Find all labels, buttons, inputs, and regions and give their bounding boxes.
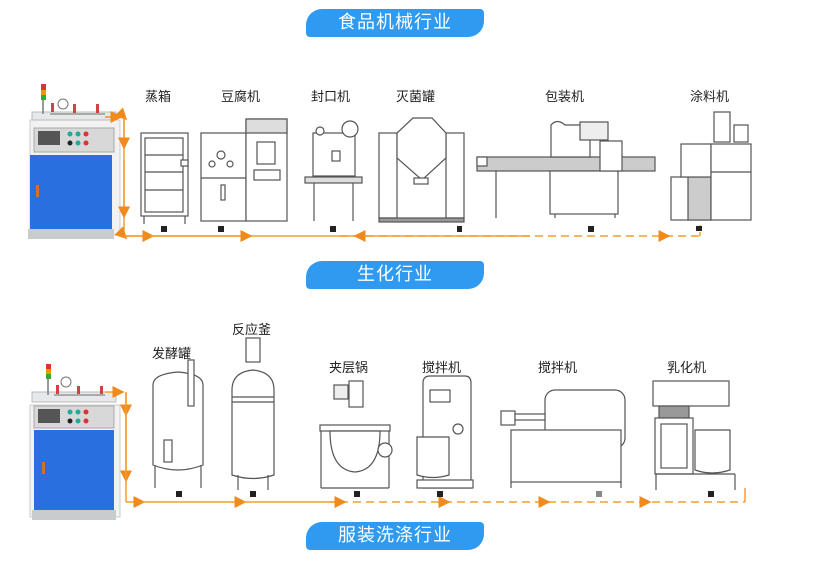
valve-icon: [588, 226, 594, 232]
valve-icon: [696, 226, 702, 231]
reactor-drawing: [231, 337, 275, 490]
machine-label-tofu-machine: 豆腐机: [221, 90, 261, 105]
machine-label-mixer-2: 搅拌机: [538, 361, 578, 376]
valve-icon: [354, 491, 360, 497]
mixer-2-drawing: [500, 389, 626, 488]
valve-icon: [176, 491, 182, 497]
machine-label-coating-machine: 涂料机: [690, 90, 730, 105]
machine-label-packaging-machine: 包装机: [545, 90, 585, 105]
valve-icon: [330, 226, 336, 232]
tofu-machine-drawing: [200, 118, 288, 222]
valves: [161, 226, 714, 497]
valve-icon: [437, 491, 443, 497]
emulsifier-drawing: [652, 380, 736, 490]
valve-icon: [218, 226, 224, 232]
coating-machine-drawing: [670, 111, 752, 221]
machine-label-fermentation-tank: 发酵罐: [152, 347, 192, 362]
packaging-machine-drawing: [476, 120, 656, 218]
steam-generator-1: [28, 84, 121, 239]
section-banner-garment-washing: 服装洗涤行业: [306, 522, 484, 550]
generator-blue-panel: [30, 155, 112, 229]
valve-icon: [596, 491, 602, 497]
machine-label-emulsifier: 乳化机: [667, 361, 707, 376]
mixer-1-drawing: [416, 375, 474, 489]
steamer-drawing: [140, 132, 189, 224]
machine-label-sterilization-tank: 灭菌罐: [396, 90, 436, 105]
valve-icon: [161, 226, 167, 232]
machine-label-jacketed-kettle: 夹层锅: [329, 361, 369, 376]
jacketed-kettle-drawing: [319, 380, 393, 489]
sealing-machine-drawing: [304, 120, 363, 221]
machine-label-mixer-1: 搅拌机: [422, 361, 462, 376]
fermentation-tank-drawing: [152, 359, 204, 488]
machine-label-reactor: 反应釜: [232, 323, 272, 338]
steam-generator-2: [29, 364, 121, 520]
machine-label-steamer: 蒸箱: [145, 90, 172, 105]
valve-icon: [708, 491, 714, 497]
section-banner-food-machinery: 食品机械行业: [306, 9, 484, 37]
valve-icon: [457, 226, 462, 232]
section-banner-biochemical: 生化行业: [306, 261, 484, 289]
generator-blue-panel: [34, 430, 114, 510]
machine-label-sealing-machine: 封口机: [311, 90, 351, 105]
sterilization-tank-drawing: [378, 117, 465, 223]
valve-icon: [250, 491, 256, 497]
steam-pipe-line-2: [105, 386, 746, 508]
